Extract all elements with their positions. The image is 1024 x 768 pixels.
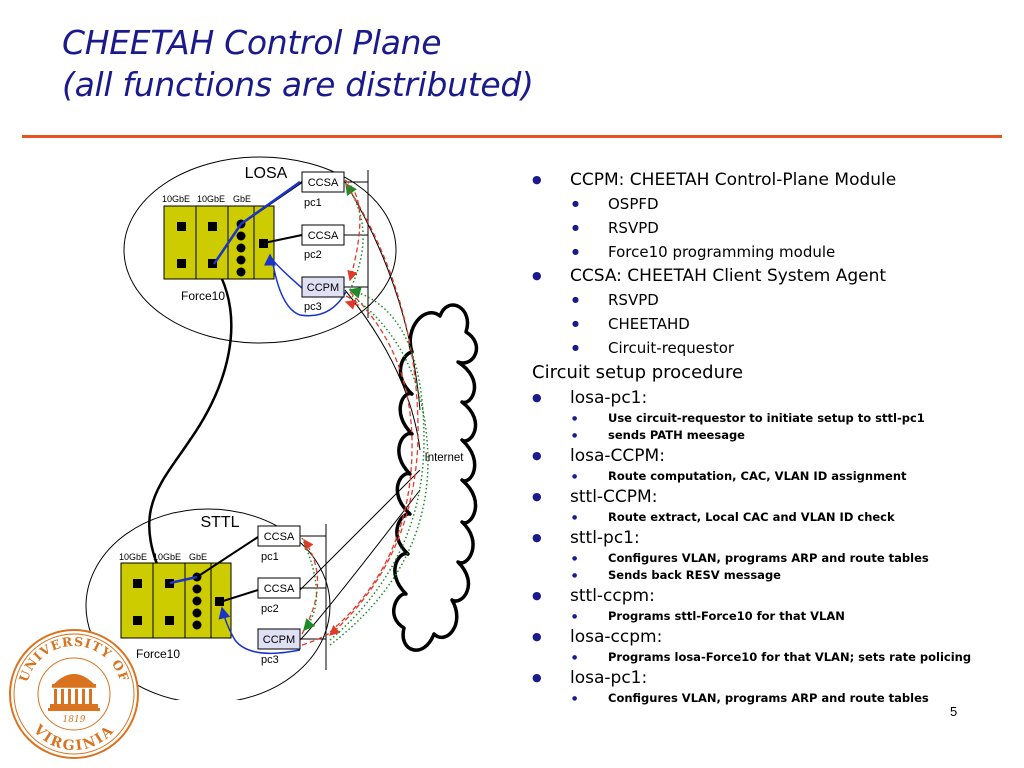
bullet-ospfd: OSPFD xyxy=(530,192,1010,216)
losa-port-label-3: GbE xyxy=(233,194,251,204)
losa-module-1-pc: pc1 xyxy=(304,197,322,209)
losa-module-2-box: CCSA xyxy=(308,230,339,242)
bullet-step-detail: Configures VLAN, programs ARP and route … xyxy=(530,690,1010,707)
rotunda-icon xyxy=(48,674,100,711)
bullet-step-sttl-ccpm-2: sttl-ccpm: xyxy=(530,584,1010,608)
losa-module-2-pc: pc2 xyxy=(304,249,322,261)
internet-cloud xyxy=(391,303,479,652)
losa-module-3: CCPM pc3 xyxy=(301,276,345,313)
sttl-site-label: STTL xyxy=(200,514,239,531)
losa-port-label-2: 10GbE xyxy=(197,194,225,204)
title-line-1: CHEETAH Control Plane xyxy=(62,23,442,62)
sttl-port-label-1: 10GbE xyxy=(119,552,147,562)
bullet-step-losa-ccpm: losa-CCPM: xyxy=(530,444,1010,468)
bullet-cheetahd: CHEETAHD xyxy=(530,312,1010,336)
bullet-ccsa: CCSA: CHEETAH Client System Agent xyxy=(530,264,1010,288)
sttl-module-2: CCSA pc2 xyxy=(257,577,301,615)
bullet-step-detail: Use circuit-requestor to initiate setup … xyxy=(530,410,1010,427)
bullet-step-detail: Programs losa-Force10 for that VLAN; set… xyxy=(530,649,1010,666)
bullet-rsvpd-ccpm: RSVPD xyxy=(530,216,1010,240)
control-plane-diagram: Internet LOSA 10GbE 10GbE GbE Force10 CC… xyxy=(85,156,479,700)
losa-port-label-1: 10GbE xyxy=(162,194,190,204)
bullet-force10-module: Force10 programming module xyxy=(530,240,1010,264)
losa-module-1: CCSA pc1 xyxy=(301,171,345,209)
sttl-site-ellipse xyxy=(85,508,331,700)
bullet-step-sttl-pc1: sttl-pc1: xyxy=(530,526,1010,550)
slide-title: CHEETAH Control Plane (all functions are… xyxy=(62,22,534,106)
bullet-step-losa-pc1-2: losa-pc1: xyxy=(530,666,1010,690)
bullet-step-detail: Route extract, Local CAC and VLAN ID che… xyxy=(530,509,1010,526)
force10-interconnect xyxy=(148,261,233,584)
internet-label: Internet xyxy=(425,452,465,464)
sttl-switch-label: Force10 xyxy=(136,647,180,661)
sttl-force10-switch xyxy=(120,562,232,639)
bullet-step-detail: Configures VLAN, programs ARP and route … xyxy=(530,550,1010,567)
bullet-circuit-requestor: Circuit-requestor xyxy=(530,336,1010,360)
title-line-2: (all functions are distributed) xyxy=(62,65,534,104)
bullet-step-sttl-ccpm: sttl-CCPM: xyxy=(530,485,1010,509)
bullet-step-detail: Sends back RESV message xyxy=(530,567,1010,584)
losa-site-label: LOSA xyxy=(245,165,288,182)
sttl-module-3-pc: pc3 xyxy=(261,654,279,666)
sttl-module-3-box: CCPM xyxy=(263,634,295,646)
losa-module-2: CCSA pc2 xyxy=(301,224,345,261)
losa-switch-label: Force10 xyxy=(181,289,225,303)
section-heading-circuit-setup: Circuit setup procedure xyxy=(532,362,744,383)
bullet-rsvpd-ccsa: RSVPD xyxy=(530,288,1010,312)
sttl-module-2-box: CCSA xyxy=(264,583,295,595)
path-message-arrow xyxy=(329,183,419,636)
losa-module-1-box: CCSA xyxy=(308,177,339,189)
sttl-module-1-box: CCSA xyxy=(264,531,295,543)
svg-text:1819: 1819 xyxy=(63,715,86,725)
losa-module-3-box: CCPM xyxy=(307,282,339,294)
sttl-module-2-pc: pc2 xyxy=(261,603,279,615)
sttl-port-label-2: 10GbE xyxy=(153,552,181,562)
bullet-step-detail: sends PATH meesage xyxy=(530,427,1010,444)
bullet-step-detail: Programs sttl-Force10 for that VLAN xyxy=(530,608,1010,625)
university-seal-logo: UNIVERSITY OF VIRGINIA 1819 xyxy=(9,629,139,759)
title-divider xyxy=(22,135,1002,138)
sttl-module-1-pc: pc1 xyxy=(261,551,279,563)
bullet-step-detail: Route computation, CAC, VLAN ID assignme… xyxy=(530,468,1010,485)
slide-number: 5 xyxy=(950,704,958,719)
bullet-ccpm: CCPM: CHEETAH Control-Plane Module xyxy=(530,168,1010,192)
sttl-module-1: CCSA pc1 xyxy=(257,525,301,563)
resv-message-arrow xyxy=(329,286,425,641)
losa-site-ellipse xyxy=(123,156,397,344)
sttl-module-3: CCPM pc3 xyxy=(257,628,301,666)
bullet-list: CCPM: CHEETAH Control-Plane Module OSPFD… xyxy=(530,168,1010,707)
losa-force10-switch xyxy=(163,205,275,280)
bullet-step-losa-pc1: losa-pc1: xyxy=(530,386,1010,410)
sttl-port-label-3: GbE xyxy=(189,552,207,562)
losa-module-3-pc: pc3 xyxy=(304,301,322,313)
bullet-step-losa-ccpm-2: losa-ccpm: xyxy=(530,625,1010,649)
